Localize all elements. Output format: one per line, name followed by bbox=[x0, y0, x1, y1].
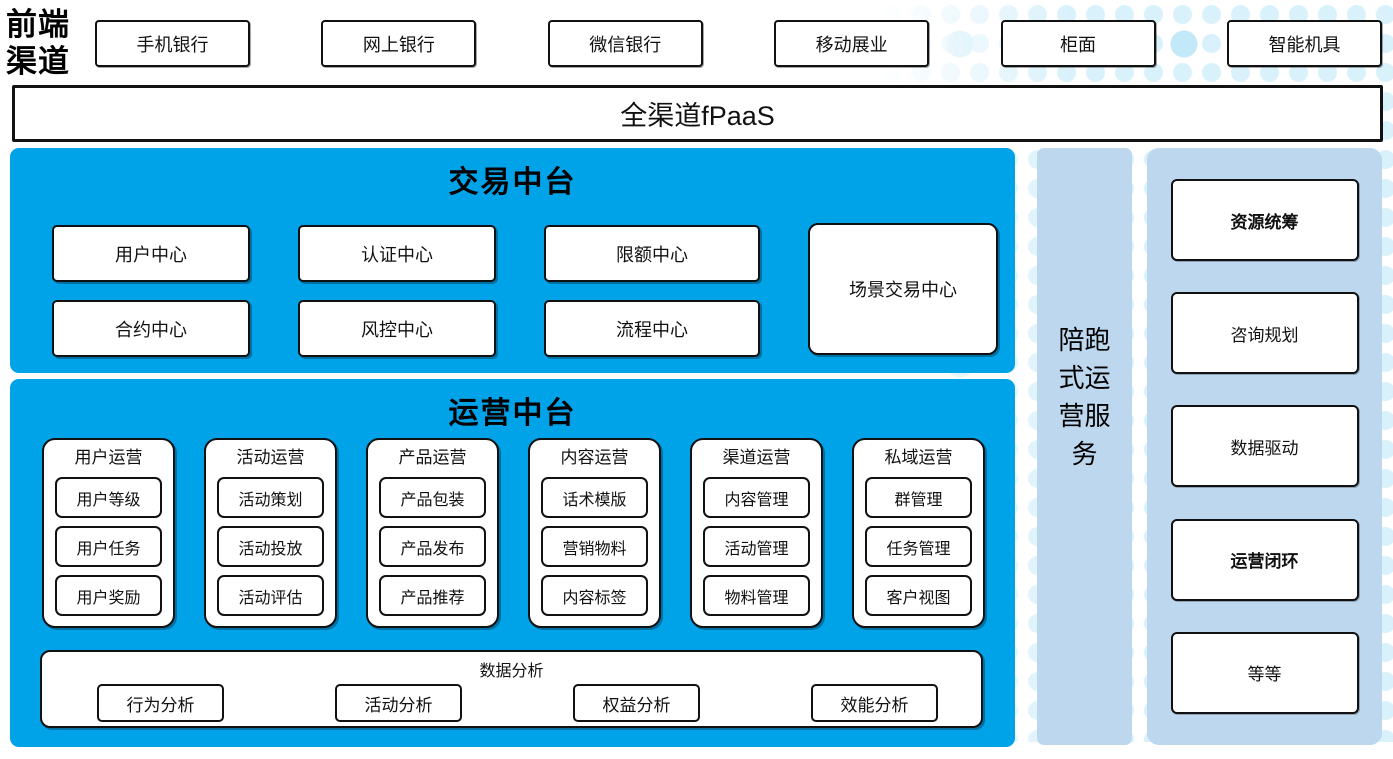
group-sub-box: 活动策划 bbox=[217, 477, 324, 518]
channel-box-smart-machines: 智能机具 bbox=[1226, 20, 1382, 67]
group-sub-box: 产品推荐 bbox=[379, 575, 486, 616]
group-sub-box: 内容管理 bbox=[703, 477, 810, 518]
group-sub-box: 群管理 bbox=[865, 477, 972, 518]
group-sub-box: 活动管理 bbox=[703, 526, 810, 567]
group-card-activity-ops: 活动运营 活动策划 活动投放 活动评估 bbox=[204, 438, 337, 628]
operation-groups-row: 用户运营 用户等级 用户任务 用户奖励 活动运营 活动策划 活动投放 活动评估 … bbox=[42, 438, 985, 628]
group-title: 活动运营 bbox=[236, 448, 305, 467]
center-box-auth: 认证中心 bbox=[298, 225, 496, 282]
analysis-box-behavior: 行为分析 bbox=[97, 684, 224, 722]
group-sub-box: 任务管理 bbox=[865, 526, 972, 567]
group-card-product-ops: 产品运营 产品包装 产品发布 产品推荐 bbox=[366, 438, 499, 628]
channel-box-counter: 柜面 bbox=[1000, 20, 1156, 67]
center-box-user: 用户中心 bbox=[52, 225, 250, 282]
front-channels-label: 前端渠道 bbox=[6, 7, 70, 80]
group-card-user-ops: 用户运营 用户等级 用户任务 用户奖励 bbox=[42, 438, 175, 628]
group-title: 渠道运营 bbox=[722, 448, 791, 467]
group-card-channel-ops: 渠道运营 内容管理 活动管理 物料管理 bbox=[690, 438, 823, 628]
group-title: 私域运营 bbox=[884, 448, 953, 467]
omnichannel-fpaas-bar: 全渠道fPaaS bbox=[12, 85, 1383, 142]
group-title: 产品运营 bbox=[398, 448, 467, 467]
analysis-box-activity: 活动分析 bbox=[335, 684, 462, 722]
center-box-process: 流程中心 bbox=[544, 300, 760, 357]
group-title: 用户运营 bbox=[74, 448, 143, 467]
transaction-platform-panel: 交易中台 用户中心 认证中心 限额中心 场景交易中心 合约中心 风控中心 流程中… bbox=[10, 148, 1015, 373]
group-sub-box: 用户等级 bbox=[55, 477, 162, 518]
group-sub-box: 用户奖励 bbox=[55, 575, 162, 616]
group-sub-box: 客户视图 bbox=[865, 575, 972, 616]
group-sub-box: 营销物料 bbox=[541, 526, 648, 567]
data-analysis-row: 行为分析 活动分析 权益分析 效能分析 bbox=[42, 681, 981, 722]
service-box-consulting: 咨询规划 bbox=[1170, 292, 1359, 375]
group-sub-box: 产品包装 bbox=[379, 477, 486, 518]
service-panel: 资源统筹 咨询规划 数据驱动 运营闭环 等等 bbox=[1147, 148, 1382, 745]
accompanying-operation-service-bar: 陪跑式运营服务 bbox=[1037, 148, 1132, 745]
analysis-box-efficiency: 效能分析 bbox=[811, 684, 938, 722]
group-sub-box: 物料管理 bbox=[703, 575, 810, 616]
channel-box-wechat-banking: 微信银行 bbox=[547, 20, 703, 67]
operation-platform-panel: 运营中台 用户运营 用户等级 用户任务 用户奖励 活动运营 活动策划 活动投放 … bbox=[10, 379, 1015, 747]
group-title: 内容运营 bbox=[560, 448, 629, 467]
group-sub-box: 话术模版 bbox=[541, 477, 648, 518]
group-sub-box: 用户任务 bbox=[55, 526, 162, 567]
service-box-data-driven: 数据驱动 bbox=[1170, 405, 1359, 488]
group-card-content-ops: 内容运营 话术模版 营销物料 内容标签 bbox=[528, 438, 661, 628]
service-box-etc: 等等 bbox=[1170, 631, 1359, 714]
transaction-centers-grid: 用户中心 认证中心 限额中心 场景交易中心 合约中心 风控中心 流程中心 bbox=[52, 223, 998, 357]
group-sub-box: 内容标签 bbox=[541, 575, 648, 616]
transaction-platform-title: 交易中台 bbox=[448, 166, 577, 199]
channel-box-mobile-sales: 移动展业 bbox=[774, 20, 930, 67]
channel-box-online-banking: 网上银行 bbox=[321, 20, 477, 67]
data-analysis-box: 数据分析 行为分析 活动分析 权益分析 效能分析 bbox=[40, 650, 983, 728]
accompanying-operation-service-label: 陪跑式运营服务 bbox=[1058, 324, 1111, 469]
scene-transaction-center-box: 场景交易中心 bbox=[808, 223, 998, 355]
data-analysis-title: 数据分析 bbox=[479, 663, 544, 680]
operation-platform-title: 运营中台 bbox=[448, 397, 577, 430]
center-box-risk: 风控中心 bbox=[298, 300, 496, 357]
front-channels-row: 手机银行 网上银行 微信银行 移动展业 柜面 智能机具 bbox=[95, 20, 1382, 67]
center-box-limit: 限额中心 bbox=[544, 225, 760, 282]
analysis-box-rights: 权益分析 bbox=[573, 684, 700, 722]
service-box-resource-planning: 资源统筹 bbox=[1170, 179, 1359, 262]
group-sub-box: 产品发布 bbox=[379, 526, 486, 567]
group-sub-box: 活动评估 bbox=[217, 575, 324, 616]
service-box-operation-loop: 运营闭环 bbox=[1170, 518, 1359, 601]
group-sub-box: 活动投放 bbox=[217, 526, 324, 567]
channel-box-mobile-banking: 手机银行 bbox=[95, 20, 250, 67]
group-card-private-domain-ops: 私域运营 群管理 任务管理 客户视图 bbox=[852, 438, 985, 628]
center-box-contract: 合约中心 bbox=[52, 300, 250, 357]
